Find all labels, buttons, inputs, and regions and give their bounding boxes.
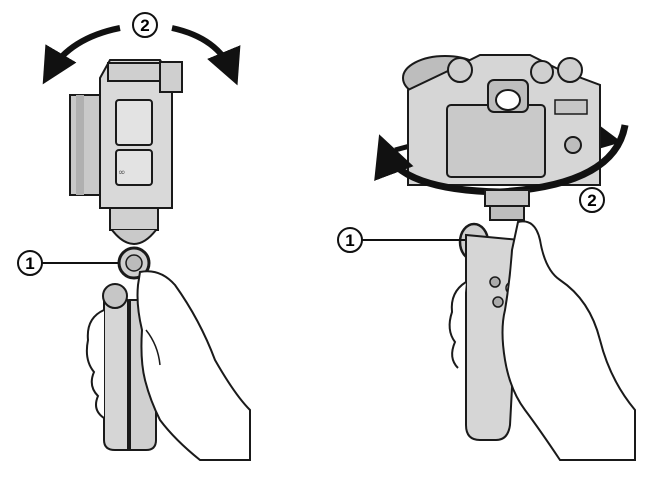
callout-1-right: 1 <box>338 228 465 252</box>
camera-side-view: ∞ <box>70 60 182 208</box>
svg-text:∞: ∞ <box>118 168 126 178</box>
svg-text:2: 2 <box>140 16 149 35</box>
svg-text:1: 1 <box>25 254 34 273</box>
right-figure: 2 1 <box>338 55 635 460</box>
grip-head <box>110 208 158 278</box>
callout-2-left: 2 <box>133 13 157 37</box>
camera-rear-view <box>403 55 600 185</box>
callout-2-right: 2 <box>580 188 604 212</box>
left-figure: 2 ∞ <box>18 13 250 460</box>
callout-1-left: 1 <box>18 251 118 275</box>
svg-text:1: 1 <box>345 231 354 250</box>
svg-text:2: 2 <box>587 191 596 210</box>
